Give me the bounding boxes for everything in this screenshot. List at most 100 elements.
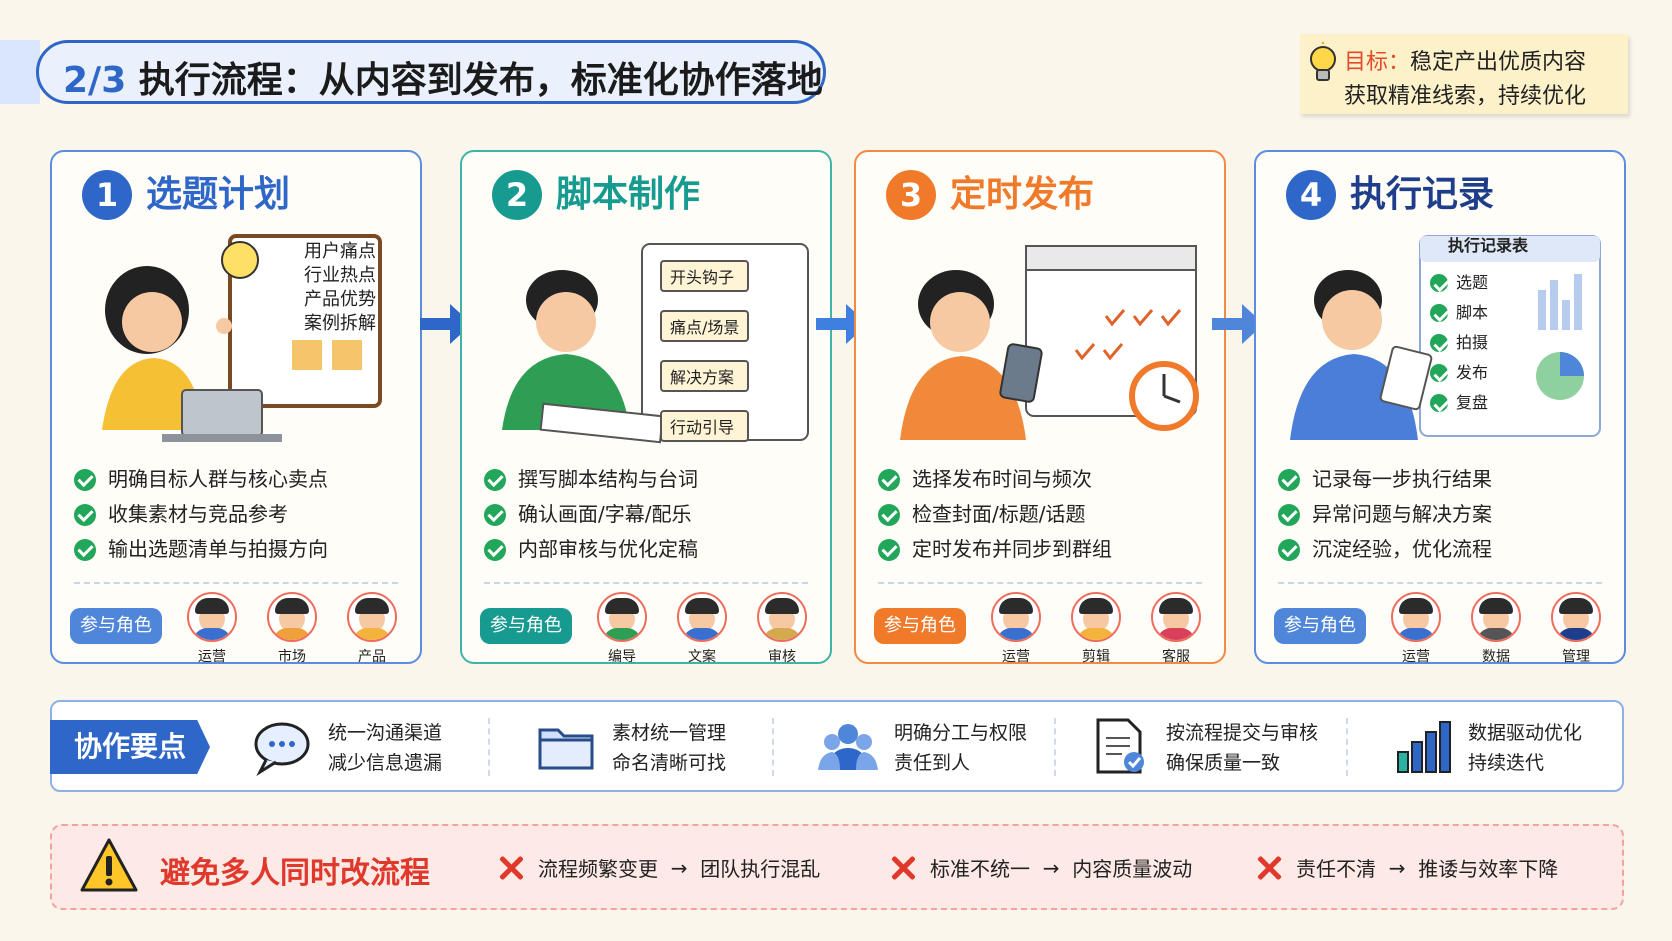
avatar [267,592,317,642]
list-item: 输出选题清单与拍摄方向 [74,532,328,567]
role-reviewer: 审核 [752,592,812,666]
cross-icon [1256,855,1282,881]
divider [484,582,808,584]
goal-line2: 获取精准线索，持续优化 [1344,84,1587,109]
lightbulb-icon [1310,42,1336,81]
step-title: 定时发布 [950,174,1095,215]
role-operations: 运营 [986,592,1046,666]
step-title: 脚本制作 [556,174,701,215]
publishing-illustration [876,230,1208,470]
role-editor: 剪辑 [1066,592,1126,666]
record-sheet-title: 执行记录表 [1448,236,1529,255]
warning-icon [80,838,138,892]
goal-note: 目标：稳定产出优质内容 获取精准线索，持续优化 [1300,34,1628,114]
list-item: 收集素材与竞品参考 [74,497,328,532]
avatar [991,592,1041,642]
list-item: 记录每一步执行结果 [1278,462,1492,497]
check-icon [74,538,96,561]
role-operations: 运营 [182,592,242,666]
cross-icon [498,855,524,881]
step-number: 2 [492,170,542,220]
script-items: 开头钩子 痛点/场景 解决方案 行动引导 [660,260,750,442]
step-points: 选择发布时间与频次 检查封面/标题/话题 定时发布并同步到群组 [878,462,1112,567]
step-card-script: 2 脚本制作 开头钩子 痛点/场景 解决方案 行动引导 撰写脚本结构与台词 确认… [460,150,832,666]
check-icon [74,503,96,526]
avatar [597,592,647,642]
list-item: 内部审核与优化定稿 [484,532,698,567]
role-customer-service: 客服 [1146,592,1206,666]
collaboration-label: 协作要点 [50,720,210,774]
step-card-publishing: 3 定时发布 选择发布时间与频次 检查封面/标题/话题 定时发布并同步到群组 参… [854,150,1226,666]
role-badge: 参与角色 [874,608,966,644]
check-icon [1430,394,1448,412]
list-item: 定时发布并同步到群组 [878,532,1112,567]
planning-illustration: 用户痛点 行业热点 产品优势 案例拆解 [72,230,404,470]
goal-label: 目标： [1344,50,1411,75]
avatar [757,592,807,642]
step-points: 撰写脚本结构与台词 确认画面/字幕/配乐 内部审核与优化定稿 [484,462,698,567]
divider [878,582,1202,584]
check-icon [1430,334,1448,352]
title-prefix: 2/3 [63,60,127,101]
check-icon [878,468,900,491]
list-item: 撰写脚本结构与台词 [484,462,698,497]
arrow-right-icon [420,304,472,344]
title-main: 执行流程：从内容到发布，标准化协作落地 [138,60,823,101]
step-number: 4 [1286,170,1336,220]
cross-icon [890,855,916,881]
role-copywriter: 文案 [672,592,732,666]
divider [1054,718,1056,776]
role-operations: 运营 [1386,592,1446,666]
check-icon [878,538,900,561]
check-icon [1430,364,1448,382]
step-points: 记录每一步执行结果 异常问题与解决方案 沉淀经验，优化流程 [1278,462,1492,567]
avatar [347,592,397,642]
step-card-planning: 1 选题计划 用户痛点 行业热点 产品优势 案例拆解 明确目标人群与核心卖点 收… [50,150,422,666]
divider [74,582,398,584]
records-illustration: 执行记录表 选题 脚本 拍摄 发布 复盘 [1276,230,1608,470]
warning-item: 标准不统一 → 内容质量波动 [890,853,1192,882]
calendar-clock-icon [900,245,1199,440]
arrow-right-icon [1212,304,1264,344]
role-product: 产品 [342,592,402,666]
warning-panel [50,824,1624,910]
check-icon [484,503,506,526]
board-items: 用户痛点 行业热点 产品优势 案例拆解 [304,241,376,334]
step-title: 执行记录 [1350,174,1495,215]
role-marketing: 市场 [262,592,322,666]
check-icon [74,468,96,491]
chat-bubbles-icon [254,722,310,776]
check-icon [878,503,900,526]
warning-item: 责任不清 → 推诿与效率下降 [1256,853,1558,882]
person-with-clipboard-icon [1290,235,1601,440]
folder-icon [538,728,594,770]
warning-item: 流程频繁变更 → 团队执行混乱 [498,853,820,882]
divider [488,718,490,776]
role-badge: 参与角色 [1274,608,1366,644]
list-item: 异常问题与解决方案 [1278,497,1492,532]
person-writing-icon [502,243,809,444]
check-icon [1278,468,1300,491]
team-icon [818,724,878,770]
warning-title: 避免多人同时改流程 [160,856,430,891]
divider [1278,582,1602,584]
check-icon [1278,503,1300,526]
check-icon [484,468,506,491]
step-title: 选题计划 [146,174,291,215]
step-number: 3 [886,170,936,220]
avatar [1471,592,1521,642]
list-item: 明确目标人群与核心卖点 [74,462,328,497]
avatar [1391,592,1441,642]
avatar [677,592,727,642]
check-icon [1430,304,1448,322]
record-items: 选题 脚本 拍摄 发布 复盘 [1430,268,1488,418]
avatar [187,592,237,642]
role-management: 管理 [1546,592,1606,666]
person-at-laptop-icon [102,234,382,442]
step-card-records: 4 执行记录 执行记录表 选题 脚本 拍摄 发布 复盘 记录每一步执行结果 异常… [1254,150,1626,666]
list-item: 沉淀经验，优化流程 [1278,532,1492,567]
divider [772,718,774,776]
step-number: 1 [82,170,132,220]
avatar [1551,592,1601,642]
check-icon [1278,538,1300,561]
